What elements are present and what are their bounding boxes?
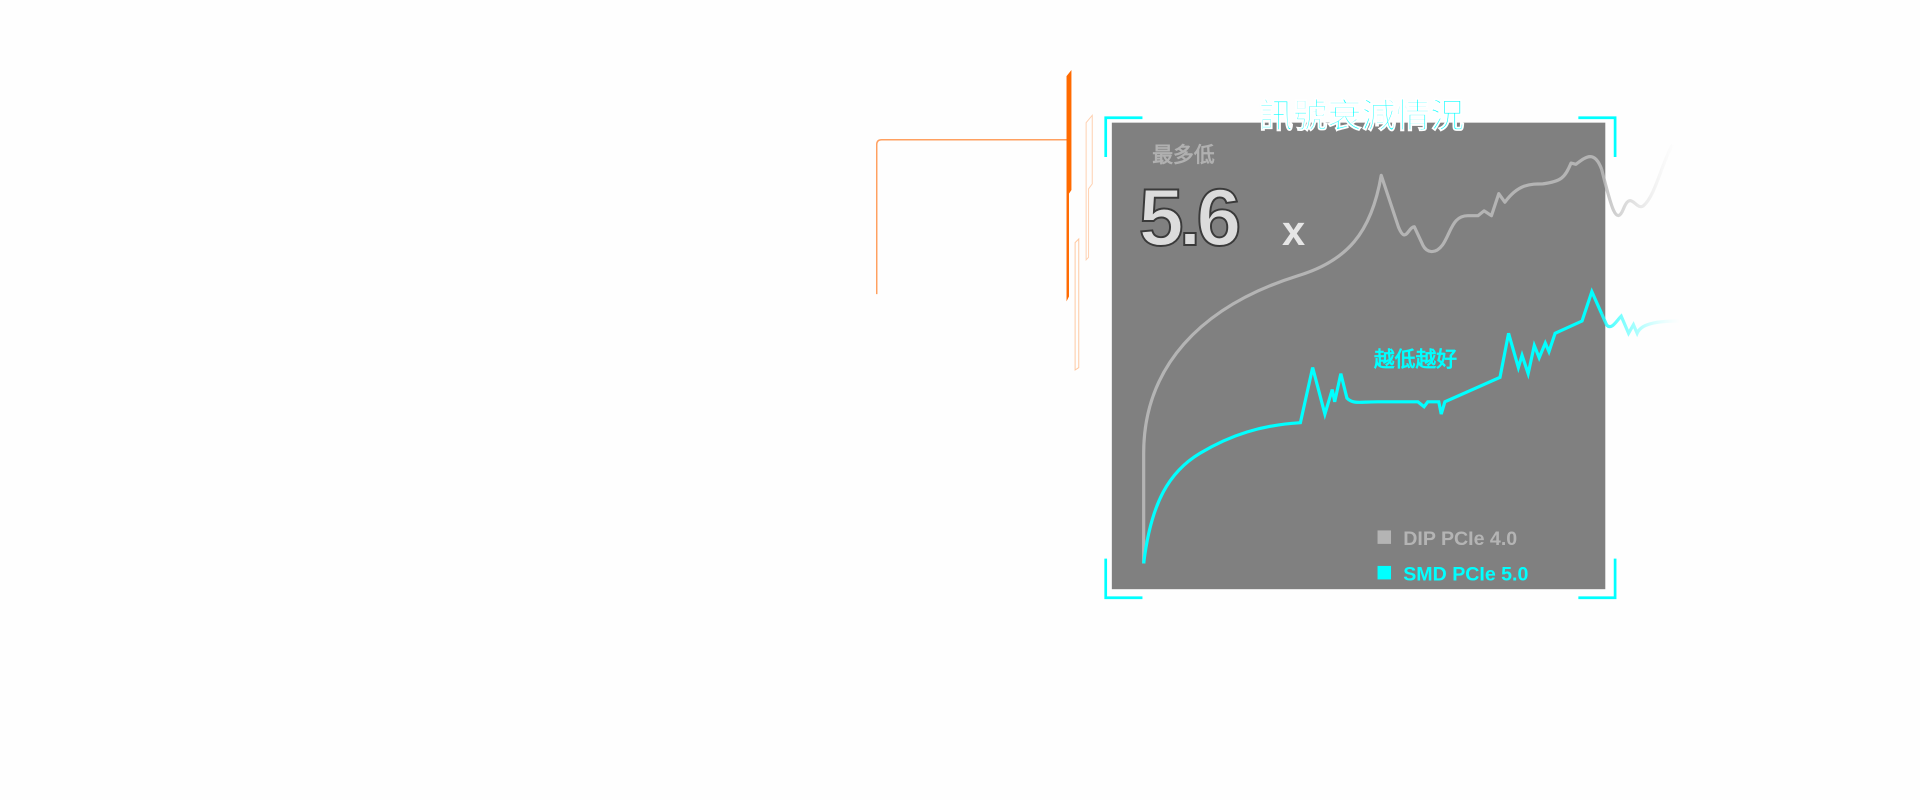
- bracket-top-left: [1104, 116, 1143, 157]
- series-line-smd-pcie-5-fade: [1600, 313, 1681, 338]
- annotation-lower-is-better: 越低越好: [1373, 347, 1457, 371]
- headline-unit: x: [1282, 207, 1305, 254]
- series-line-dip-pcie-4-fade: [1600, 143, 1675, 217]
- headline-value: 5.6: [1139, 173, 1240, 263]
- series-line-smd-pcie-5: [1142, 287, 1604, 564]
- legend-label-dip: DIP PCIe 4.0: [1403, 528, 1517, 550]
- bracket-top-right: [1578, 116, 1617, 157]
- series-line-dip-pcie-4: [1142, 155, 1604, 564]
- orange-outline-strip-1: [1085, 113, 1093, 261]
- bracket-bottom-left: [1104, 558, 1143, 600]
- orange-decoration: [876, 70, 1093, 371]
- bracket-bottom-right: [1578, 558, 1617, 600]
- corner-brackets: [1104, 116, 1617, 600]
- orange-outline-strip-2: [1074, 237, 1080, 371]
- chart-title: 訊號衰減情況: [1259, 98, 1465, 136]
- orange-connector-line: [876, 139, 1068, 295]
- headline-prefix: 最多低: [1152, 143, 1215, 167]
- orange-bar: [1066, 70, 1072, 302]
- legend-label-smd: SMD PCIe 5.0: [1403, 564, 1528, 586]
- legend: DIP PCIe 4.0 SMD PCIe 5.0: [1377, 528, 1529, 586]
- legend-swatch-smd: [1377, 565, 1392, 580]
- legend-swatch-dip: [1377, 530, 1392, 544]
